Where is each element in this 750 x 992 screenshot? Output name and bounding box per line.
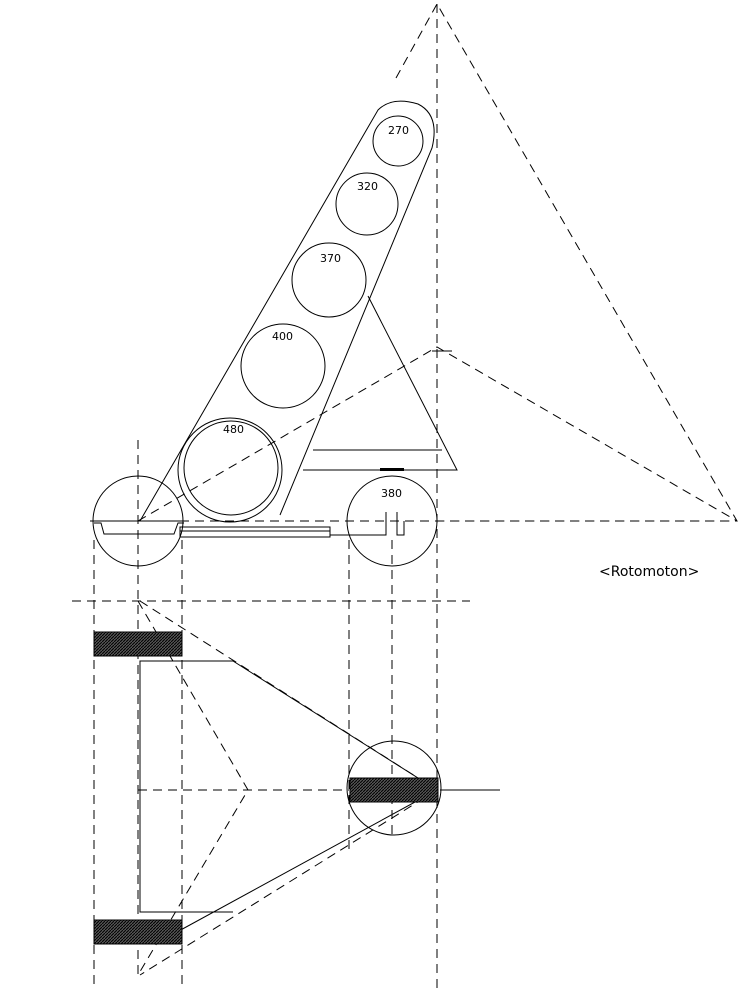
top-view-dashed-triangle: [137, 600, 249, 976]
wheel-400: [240, 323, 326, 409]
support-strut: [303, 295, 458, 471]
wheel-label-320: 320: [357, 180, 378, 193]
top-wheel-right-circle: [346, 740, 442, 836]
wheel-label-380: 380: [381, 487, 402, 500]
top-view: [72, 540, 500, 990]
caption-rotomoton: <Rotomoton>: [599, 564, 699, 580]
base-wheel-right: [346, 475, 438, 567]
top-wheel-lower-left: [93, 919, 183, 945]
wheel-480-inner: [183, 420, 279, 516]
construction-triangle-inner: [137, 346, 738, 522]
top-view-dashed-diag-2: [139, 789, 438, 976]
wheel-label-480: 480: [223, 423, 244, 436]
frame-outline: [139, 660, 233, 913]
construction-triangle-large: [395, 2, 738, 522]
chassis-right-post: [396, 512, 405, 536]
side-view: 270 320 370 400 480 380 <Rotomoton>: [90, 2, 738, 990]
wheel-label-400: 400: [272, 330, 293, 343]
wheel-370: [291, 242, 367, 318]
wheel-480-outer: [177, 417, 283, 523]
wheel-label-370: 370: [320, 252, 341, 265]
top-wheel-upper-left: [93, 631, 183, 657]
support-foot: [380, 468, 404, 471]
inclined-arm-outline: [139, 100, 435, 522]
frame-diagonal-bottom: [165, 789, 438, 939]
chassis-left-bracket: [94, 522, 184, 535]
chassis-right-link: [330, 512, 387, 536]
chassis-rail: [179, 526, 331, 538]
top-view-dashed-diag-1: [139, 600, 438, 791]
wheel-label-270: 270: [388, 124, 409, 137]
wheel-270: [372, 115, 424, 167]
wheel-320: [335, 172, 399, 236]
top-wheel-right: [349, 777, 439, 803]
